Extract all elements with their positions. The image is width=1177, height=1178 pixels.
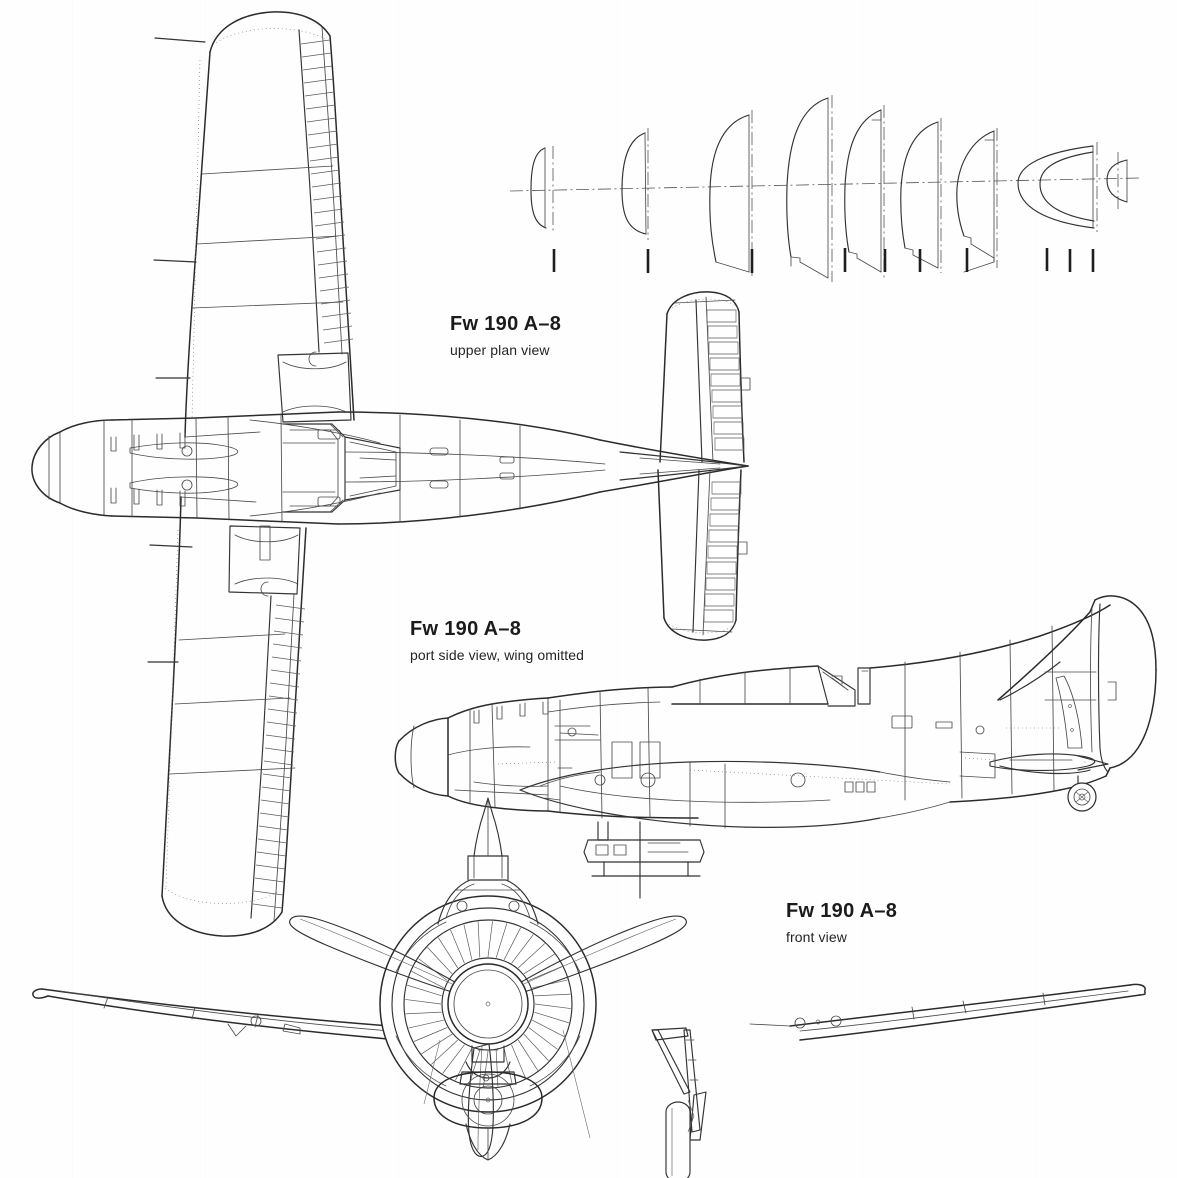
side-tailplane xyxy=(959,751,1109,779)
side-wing-root xyxy=(519,760,951,829)
plan-canopy xyxy=(282,423,401,513)
section-station-6 xyxy=(900,118,942,273)
plan-tail-cone xyxy=(619,451,749,481)
front-view-subtitle: front view xyxy=(786,929,847,945)
section-station-3 xyxy=(709,110,753,276)
plan-aileron-ribs-lower xyxy=(252,604,306,909)
label-port-side-view: Fw 190 A–8 port side view, wing omitted xyxy=(410,619,584,664)
plan-fuselage xyxy=(31,411,749,561)
plan-elevator-ribs-lower xyxy=(703,481,742,623)
label-front-view: Fw 190 A–8 front view xyxy=(786,901,897,946)
section-station-1 xyxy=(530,146,554,232)
section-station-7 xyxy=(956,128,998,273)
section-station-4 xyxy=(786,95,833,282)
plan-exhaust-stubs-bottom xyxy=(110,487,186,507)
section-station-2 xyxy=(621,128,649,240)
front-reference-line-2 xyxy=(423,1039,441,1105)
section-station-8 xyxy=(1017,142,1098,232)
side-canopy xyxy=(671,665,871,707)
section-datum-line xyxy=(509,177,1141,192)
plan-exhaust-stubs-top xyxy=(110,432,186,452)
plan-aileron-ribs-upper xyxy=(300,39,354,344)
side-tailwheel xyxy=(1067,761,1097,812)
plan-view-subtitle: upper plan view xyxy=(450,342,550,358)
front-reference-line xyxy=(562,1029,591,1139)
front-cowling xyxy=(379,797,597,1113)
plan-horizontal-tail xyxy=(657,291,751,641)
section-station-9 xyxy=(1106,152,1128,210)
side-cowling xyxy=(447,697,556,812)
side-view-subtitle: port side view, wing omitted xyxy=(410,647,584,663)
section-station-5 xyxy=(844,105,885,278)
front-propeller xyxy=(289,915,687,1158)
plan-view-title: Fw 190 A–8 xyxy=(450,313,562,335)
side-forward-fuselage xyxy=(547,686,699,819)
label-upper-plan-view: Fw 190 A–8 upper plan view xyxy=(450,314,561,359)
front-view-group xyxy=(32,797,1146,1178)
fuselage-cross-sections-group xyxy=(509,95,1141,282)
plan-wing-upper xyxy=(153,11,355,438)
upper-plan-view-group xyxy=(31,11,751,937)
plan-wing-lower xyxy=(147,496,307,937)
side-view-title: Fw 190 A–8 xyxy=(410,618,522,640)
port-side-view-group xyxy=(394,595,1157,899)
section-station-ticks xyxy=(552,248,1095,273)
side-drop-tank-rack xyxy=(583,821,705,899)
plan-elevator-ribs-upper xyxy=(706,309,745,451)
side-fin-rudder xyxy=(997,595,1157,777)
front-drop-tank xyxy=(433,1045,543,1161)
front-landing-gear-right xyxy=(651,1027,707,1178)
front-cooling-fan-blades xyxy=(405,921,571,1087)
front-wings xyxy=(32,983,1146,1041)
side-spinner xyxy=(394,717,449,797)
front-view-title: Fw 190 A–8 xyxy=(786,900,898,922)
